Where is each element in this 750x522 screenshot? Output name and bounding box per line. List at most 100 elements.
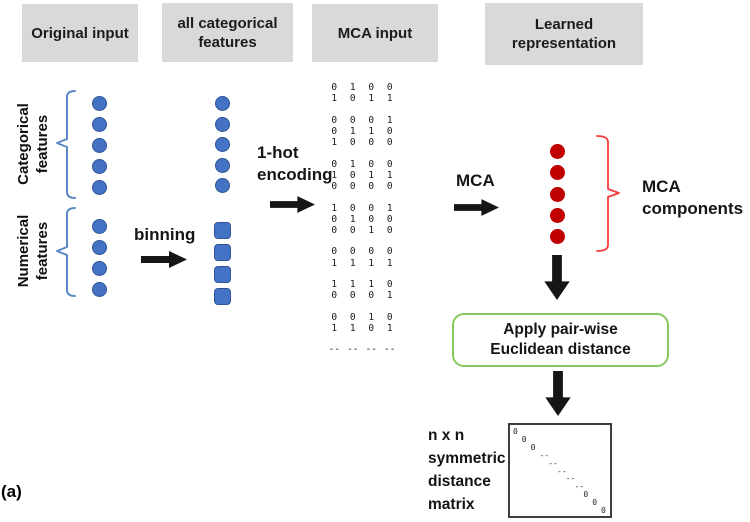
matrix-cell: 0 (349, 225, 356, 237)
diagonal-entry: 0 (592, 498, 598, 508)
down-arrow-2-icon (545, 371, 571, 416)
matrix-cell: 0 (331, 311, 338, 323)
matrix-cell: -- (328, 344, 340, 356)
matrix-cell: 1 (331, 169, 338, 181)
square-dot (214, 222, 231, 239)
matrix-cell: 1 (349, 158, 356, 170)
header-mca-input-label: MCA input (337, 24, 413, 42)
matrix-cell: 1 (368, 225, 375, 237)
redcircle-dot (550, 229, 565, 245)
circle-dot (92, 261, 107, 276)
one-hot-encoding-label: 1-hot encoding (257, 142, 333, 186)
matrix-cell: 1 (368, 126, 375, 138)
original-numerical-dots (92, 219, 107, 297)
euclidean-distance-box: Apply pair-wise Euclidean distance (452, 313, 669, 367)
distance-matrix-label-line1: n x n (428, 427, 465, 444)
matrix-cell: 0 (368, 246, 375, 258)
distance-matrix-label-line3: distance (428, 473, 491, 490)
matrix-row: -- -- -- -- (325, 344, 399, 355)
matrix-cell: 0 (386, 126, 393, 138)
matrix-cell: 0 (386, 279, 393, 290)
matrix-cell: 1 (386, 93, 393, 105)
redcircle-dot (550, 186, 565, 202)
diagonal-entry: -- (548, 458, 558, 468)
matrix-cell: 0 (331, 158, 338, 170)
categorical-bracket-icon (56, 90, 76, 199)
matrix-cell: 0 (368, 202, 375, 214)
matrix-cell: 0 (386, 311, 393, 323)
matrix-cell: -- (347, 344, 359, 356)
diagonal-entry: -- (574, 482, 585, 492)
circle-dot (92, 219, 107, 234)
matrix-cell: 1 (386, 257, 393, 269)
header-learned-representation-label: Learned representation (511, 16, 617, 52)
diagonal-entry: 0 (601, 506, 606, 515)
diagonal-entry: -- (539, 450, 550, 460)
one-hot-arrow-icon (270, 196, 315, 213)
diagonal-entry: -- (565, 474, 576, 484)
circle-dot (92, 117, 107, 132)
matrix-cell: 1 (349, 213, 356, 225)
matrix-cell: -- (384, 344, 396, 356)
matrix-cell: 0 (386, 225, 393, 237)
matrix-cell: 1 (349, 322, 356, 334)
matrix-cell: 1 (331, 279, 338, 290)
binning-label: binning (134, 225, 196, 244)
header-original-input: Original input (22, 4, 138, 62)
side-label-categorical-features: Categorical features (14, 91, 52, 197)
matrix-cell: 0 (331, 213, 338, 225)
matrix-cell: 0 (368, 181, 375, 193)
matrix-cell: 0 (368, 114, 375, 126)
square-dot (214, 266, 231, 283)
distance-matrix-label-line2: symmetric (428, 450, 506, 467)
circle-dot (215, 137, 230, 152)
circle-dot (215, 178, 230, 193)
circle-dot (92, 159, 107, 174)
side-label-categorical-line2: features (34, 114, 51, 174)
matrix-cell: 1 (368, 257, 375, 269)
matrix-cell: 0 (349, 290, 356, 302)
circle-dot (215, 96, 230, 111)
diagonal-entry: 0 (521, 434, 527, 444)
redcircle-dot (550, 144, 565, 159)
matrix-cell: 0 (349, 114, 356, 126)
matrix-cell: 1 (368, 169, 375, 181)
matrix-cell: 0 (368, 158, 375, 170)
mca-components-line1: MCA (642, 177, 681, 196)
distance-matrix-label-line4: matrix (428, 496, 475, 513)
redcircle-dot (550, 207, 565, 223)
numerical-bracket-icon (56, 207, 76, 297)
matrix-cell: 1 (368, 279, 375, 290)
matrix-cell: 0 (386, 158, 393, 170)
matrix-cell: 0 (331, 126, 338, 138)
header-original-input-label: Original input (31, 24, 129, 42)
header-learned-representation: Learned representation (485, 3, 643, 65)
euclidean-box-line1: Apply pair-wise (503, 321, 618, 338)
diagonal-entry: 0 (530, 442, 536, 452)
matrix-cell: 0 (349, 202, 356, 214)
side-label-numerical-features: Numerical features (14, 206, 52, 296)
matrix-cell: 1 (386, 322, 393, 334)
matrix-cell: 1 (386, 169, 393, 181)
matrix-cell: 0 (386, 213, 393, 225)
circle-dot (215, 157, 230, 173)
diagonal-entry: 0 (583, 490, 589, 500)
mca-arrow-icon (454, 199, 499, 216)
matrix-cell: -- (365, 344, 377, 356)
figure-caption: (a) (1, 482, 22, 501)
diagonal-entry: 0 (513, 427, 518, 436)
square-dot (214, 244, 231, 261)
